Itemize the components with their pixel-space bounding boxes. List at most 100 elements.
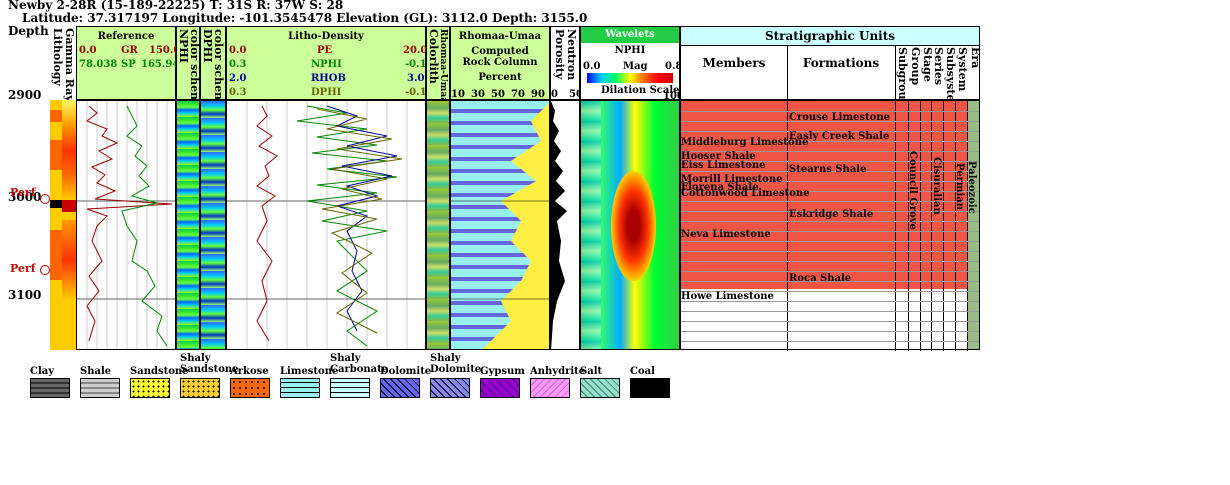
rhob-name: RHOB <box>311 73 346 84</box>
pe-max: 20.0 <box>403 45 428 56</box>
wavelets-track <box>580 100 680 350</box>
strat-title: Stratigraphic Units <box>681 27 979 46</box>
group-col-header: Group <box>909 47 922 86</box>
litho-density-curves <box>227 101 425 349</box>
rock-tick: 90 <box>531 89 545 100</box>
formations-col-header: Formations <box>787 45 896 101</box>
legend-shaly-sandstone: Shaly Sandstone <box>180 353 239 375</box>
legend-sandstone: Sandstone <box>130 366 189 377</box>
pe-min: 0.0 <box>229 45 247 56</box>
sp-max: 165.948 <box>141 59 187 70</box>
member-label: Eiss Limestone <box>681 160 766 171</box>
reference-track <box>76 100 176 350</box>
lithology-header: Lithology Gamma Ray <box>50 26 76 102</box>
legend-limestone: Limestone <box>280 366 339 377</box>
perf-marker <box>40 194 50 204</box>
formation-label: Eskridge Shale <box>789 209 874 220</box>
neutron-tick: 0 <box>551 89 558 100</box>
well-title: Newby 2-28R (15-189-22225) T: 31S R: 37W… <box>8 0 344 12</box>
depth-header: Depth <box>8 24 49 38</box>
pe-name: PE <box>317 45 333 56</box>
legend-shale: Shale <box>80 366 112 377</box>
dilation-scale-label: Dilation Scale <box>601 85 680 96</box>
legend-dolomite: Dolomite <box>380 366 432 377</box>
reference-curves <box>77 101 175 349</box>
wavelets-curve: NPHI <box>614 45 646 56</box>
system-label: Permian <box>954 163 965 211</box>
rock-column-fill <box>451 103 549 349</box>
dphi-cs-label2: color scheme <box>212 29 225 111</box>
formation-label: Stearns Shale <box>789 164 867 175</box>
dphi-cs-label: DPHI <box>201 29 214 63</box>
strat-header: Stratigraphic Units Members Formations S… <box>680 26 982 113</box>
perf-marker <box>40 265 50 275</box>
group-label: Council Grove <box>907 151 918 230</box>
shaly-sandstone-swatch <box>180 378 220 398</box>
legend-salt: Salt <box>580 366 603 377</box>
porosity-header: Porosity Neutron 0 50 <box>550 26 583 100</box>
dphi-cs-header: DPHI color scheme <box>200 26 226 111</box>
clay-swatch <box>30 378 70 398</box>
colorlith-track <box>426 100 450 350</box>
era-label: Paleozoic <box>966 161 977 214</box>
rock-tick: 50 <box>491 89 505 100</box>
dilation-scale-max: 100 <box>663 91 684 102</box>
neutron-fill <box>551 101 567 349</box>
nphi-cs-label: NPHI <box>177 29 190 63</box>
neutron-track <box>550 100 580 350</box>
legend-shaly-dolomite: Shaly Dolomite <box>430 353 482 375</box>
perf-label: Perf <box>10 262 36 275</box>
stage-col-header: Stage <box>921 47 934 82</box>
legend-anhydrite: Anhydrite <box>530 366 586 377</box>
nphi-name: NPHI <box>311 59 342 70</box>
rock-column-l2: Rock Column <box>462 57 538 68</box>
rock-column-track <box>450 100 550 350</box>
dphi-min: 0.3 <box>229 87 247 98</box>
lithology-label: Lithology <box>51 28 64 86</box>
lithology-track <box>50 100 62 350</box>
colorlith-header: Colorlith Rhomaa-Umaa <box>426 26 450 103</box>
colorlith-label: Colorlith <box>427 29 440 84</box>
formation-label: Roca Shale <box>789 273 852 284</box>
legend-arkose: Arkose <box>230 366 269 377</box>
limestone-swatch <box>280 378 320 398</box>
wavelets-max: 0.8 <box>665 61 683 72</box>
subsystem-col-header: Subsystem <box>944 47 957 114</box>
gamma-ray-label: Gamma Ray <box>63 28 76 102</box>
member-label: Neva Limestone <box>681 229 771 240</box>
legend-gypsum: Gypsum <box>480 366 525 377</box>
neutron-label: Neutron <box>565 29 578 81</box>
member-label: Middleburg Limestone <box>681 137 809 148</box>
legend-coal: Coal <box>630 366 655 377</box>
series-label: Cisuralian <box>931 157 942 215</box>
rock-column-l3: Percent <box>478 72 522 83</box>
dphi-name: DPHI <box>311 87 342 98</box>
litho-density-track <box>226 100 426 350</box>
sp-min: 78.038 <box>79 59 118 70</box>
colorlith-label2: Rhomaa-Umaa <box>438 29 448 103</box>
member-label: Morrill Limestone <box>681 174 783 185</box>
wavelets-header: Wavelets NPHI 0.0 Mag 0.8 Dilation Scale… <box>580 26 684 102</box>
member-label: Cottonwood Limestone <box>681 188 810 199</box>
nphi-min: 0.3 <box>229 59 247 70</box>
depth-mark: 3100 <box>8 288 42 302</box>
shaly-dolomite-swatch <box>430 378 470 398</box>
depth-mark: 3000 <box>8 190 42 204</box>
rock-tick: 30 <box>471 89 485 100</box>
series-col-header: Series <box>932 47 945 86</box>
salt-swatch <box>580 378 620 398</box>
wavelet-colorbar <box>587 73 673 83</box>
rock-column-title: Rhomaa-Umaa <box>458 31 542 42</box>
rock-tick: 70 <box>511 89 525 100</box>
dphi-max: -0.1 <box>405 87 427 98</box>
nphi-colorscheme-track <box>176 100 200 350</box>
system-col-header: System <box>956 47 969 92</box>
legend-clay: Clay <box>30 366 55 377</box>
wavelets-title: Wavelets <box>581 27 679 43</box>
gr-name: GR <box>121 45 138 56</box>
neutron-tick: 50 <box>569 89 583 100</box>
member-label: Howe Limestone <box>681 291 774 302</box>
litho-density-title: Litho-Density <box>288 31 364 42</box>
formation-label: Easly Creek Shale <box>789 131 890 142</box>
well-location: Latitude: 37.317197 Longitude: -101.3545… <box>22 11 588 25</box>
